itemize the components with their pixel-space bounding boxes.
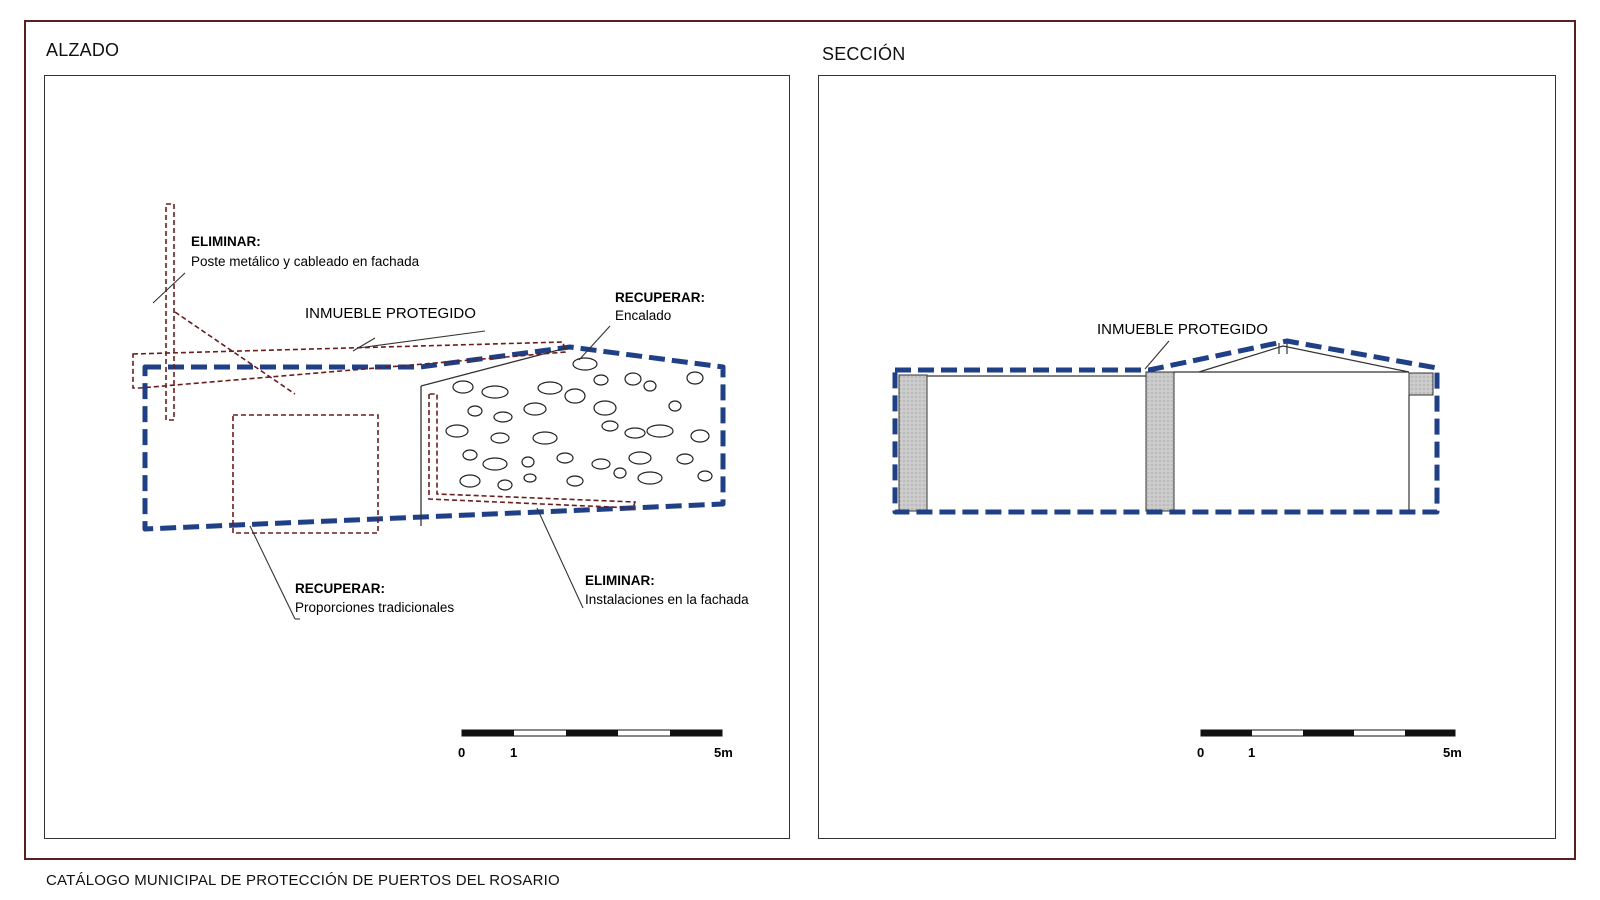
leader-lines xyxy=(152,272,611,620)
seccion-scale-bar: 0 1 5m xyxy=(1197,729,1462,760)
stone xyxy=(646,424,674,438)
alzado-drawing: ELIMINAR: Poste metálico y cableado en f… xyxy=(132,203,749,760)
stone xyxy=(668,400,682,412)
seccion-title: SECCIÓN xyxy=(822,44,906,64)
scale-zero: 0 xyxy=(458,745,465,760)
metal-pole xyxy=(165,203,175,421)
footer-catalog-title: CATÁLOGO MUNICIPAL DE PROTECCIÓN DE PUER… xyxy=(46,872,560,889)
building-section xyxy=(892,338,1440,515)
stone xyxy=(566,475,584,487)
stone xyxy=(493,411,513,423)
stone xyxy=(690,429,710,443)
stone xyxy=(686,371,704,385)
alzado-panel: ELIMINAR: Poste metálico y cableado en f… xyxy=(44,75,790,839)
building-elevation xyxy=(132,203,726,534)
seccion-scale-five: 5m xyxy=(1443,745,1462,760)
label-inmueble-protegido: INMUEBLE PROTEGIDO xyxy=(305,305,476,322)
stone xyxy=(593,400,617,416)
stone xyxy=(467,405,483,417)
stone xyxy=(481,385,509,399)
stone xyxy=(497,479,513,491)
stone xyxy=(490,432,510,444)
stone xyxy=(521,456,535,468)
stone xyxy=(445,424,469,438)
alzado-title: ALZADO xyxy=(46,40,120,60)
label-recuperar-encalado-title: RECUPERAR: xyxy=(615,290,705,305)
stone xyxy=(637,471,663,485)
stone xyxy=(572,357,598,371)
protected-outline-section xyxy=(892,338,1440,515)
seccion-scale-zero: 0 xyxy=(1197,745,1204,760)
stone xyxy=(628,451,652,465)
seccion-panel: INMUEBLE PROTEGIDO 0 1 5m xyxy=(818,75,1556,839)
stone xyxy=(643,380,657,392)
seccion-drawing: INMUEBLE PROTEGIDO 0 1 5m xyxy=(892,321,1462,760)
label-eliminar-poste-title: ELIMINAR: xyxy=(191,234,261,249)
opening-outline xyxy=(232,414,379,534)
stone xyxy=(523,402,547,416)
stone xyxy=(564,388,586,404)
stone xyxy=(624,427,646,439)
label-eliminar-poste-text: Poste metálico y cableado en fachada xyxy=(191,254,420,269)
stone xyxy=(532,431,558,445)
stone xyxy=(482,457,508,471)
scale-five: 5m xyxy=(714,745,733,760)
seccion-scale-one: 1 xyxy=(1248,745,1255,760)
alzado-scale-bar: 0 1 5m xyxy=(458,729,733,760)
stone-masonry xyxy=(445,357,713,491)
stone xyxy=(601,420,619,432)
cable xyxy=(174,311,296,395)
sheet-border xyxy=(24,20,1576,860)
label-recuperar-prop-text: Proporciones tradicionales xyxy=(295,600,454,615)
label-recuperar-prop-title: RECUPERAR: xyxy=(295,581,385,596)
label-recuperar-encalado-text: Encalado xyxy=(615,308,671,323)
middle-wall xyxy=(1145,371,1175,512)
stone xyxy=(459,474,481,488)
stone xyxy=(697,470,713,482)
stone xyxy=(523,473,537,483)
stone xyxy=(593,374,609,386)
stone xyxy=(556,452,574,464)
right-wall-top xyxy=(1408,372,1434,396)
stone xyxy=(613,467,627,479)
label-eliminar-inst-title: ELIMINAR: xyxy=(585,573,655,588)
stone xyxy=(591,458,611,470)
stone xyxy=(537,381,563,395)
seccion-label-inmueble: INMUEBLE PROTEGIDO xyxy=(1097,321,1268,338)
scale-one: 1 xyxy=(510,745,517,760)
stone xyxy=(452,380,474,394)
stone xyxy=(624,372,642,386)
left-wall xyxy=(898,374,928,512)
label-eliminar-inst-text: Instalaciones en la fachada xyxy=(585,592,749,607)
protected-outline xyxy=(142,344,726,532)
roof-truss xyxy=(1198,345,1410,373)
stone xyxy=(676,453,694,465)
stone xyxy=(462,449,478,461)
installations-pipe xyxy=(428,393,637,509)
